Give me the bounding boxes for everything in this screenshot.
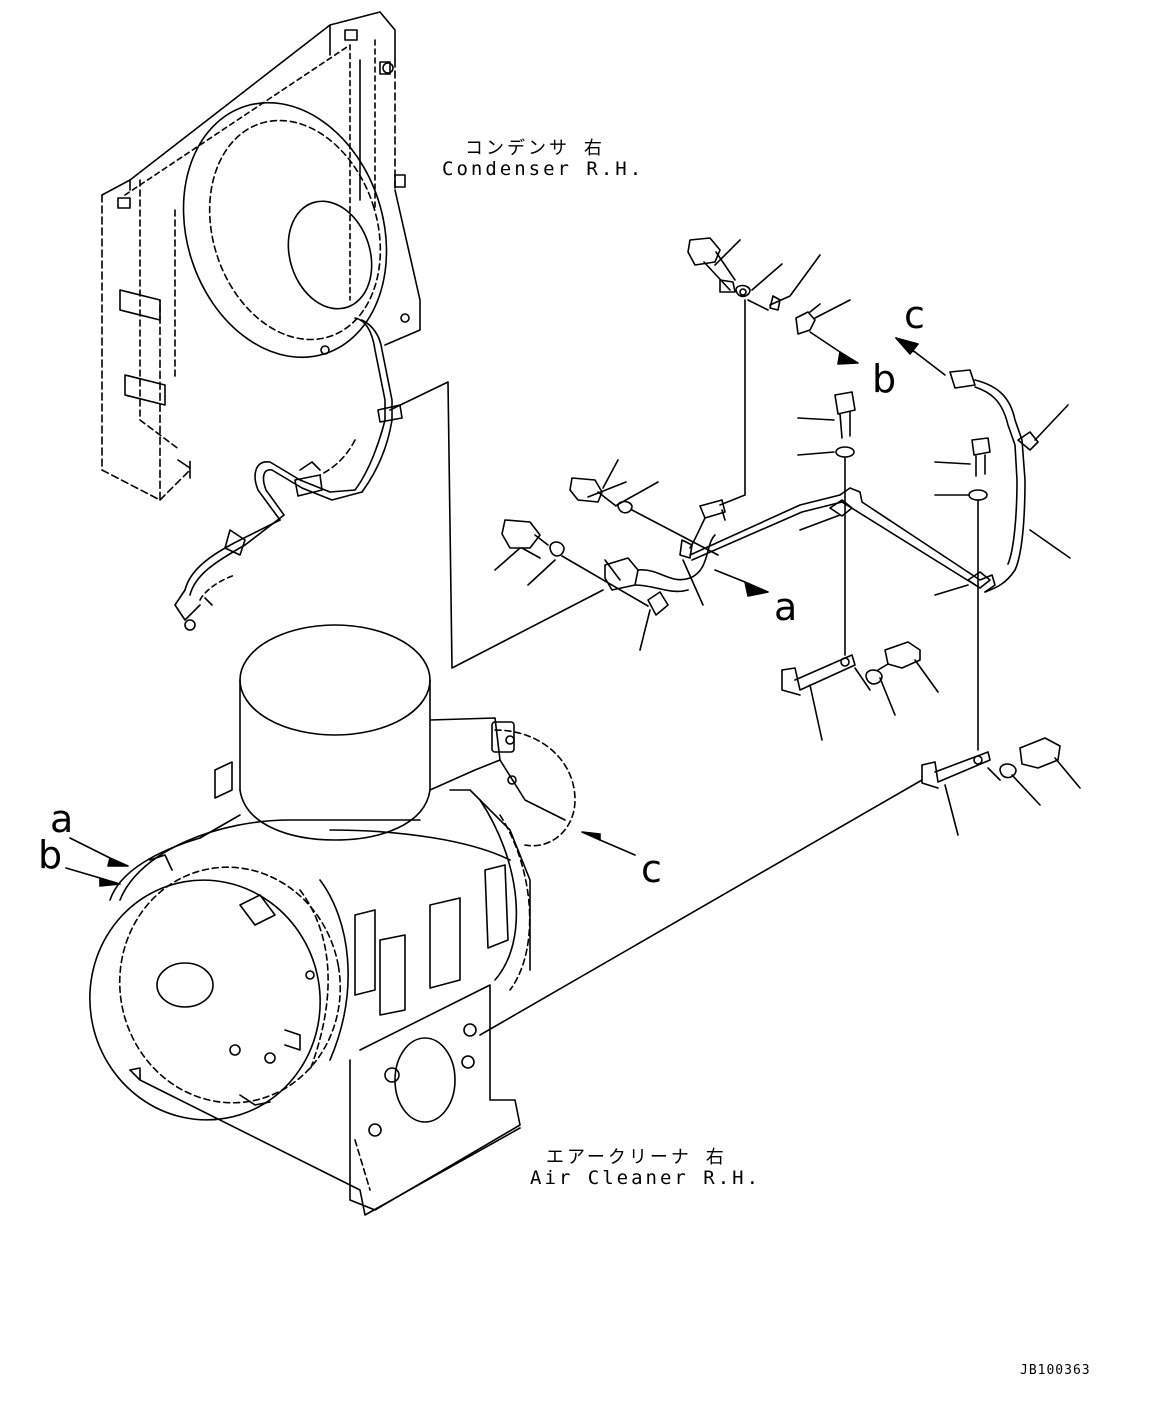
condenser-label-jp: コンデンサ 右 — [465, 138, 605, 159]
drawing-code: JB100363 — [1020, 1363, 1091, 1378]
condenser-label-en: Condenser R.H. — [442, 158, 645, 180]
harness-parts — [65, 237, 1081, 1036]
air-cleaner-assembly — [89, 624, 576, 1216]
ref-label-a-left: a — [50, 797, 74, 841]
ref-label-c-top: c — [904, 293, 925, 337]
air-cleaner-label-en: Air Cleaner R.H. — [530, 1167, 762, 1189]
air-cleaner-label-jp: エアークリーナ 右 — [546, 1147, 727, 1168]
ref-label-c-bottom: c — [641, 847, 662, 891]
ref-label-b-top: b — [872, 357, 897, 401]
ref-label-b-left: b — [38, 833, 63, 877]
condenser-assembly — [101, 11, 604, 669]
ref-label-a-right: a — [774, 585, 798, 629]
